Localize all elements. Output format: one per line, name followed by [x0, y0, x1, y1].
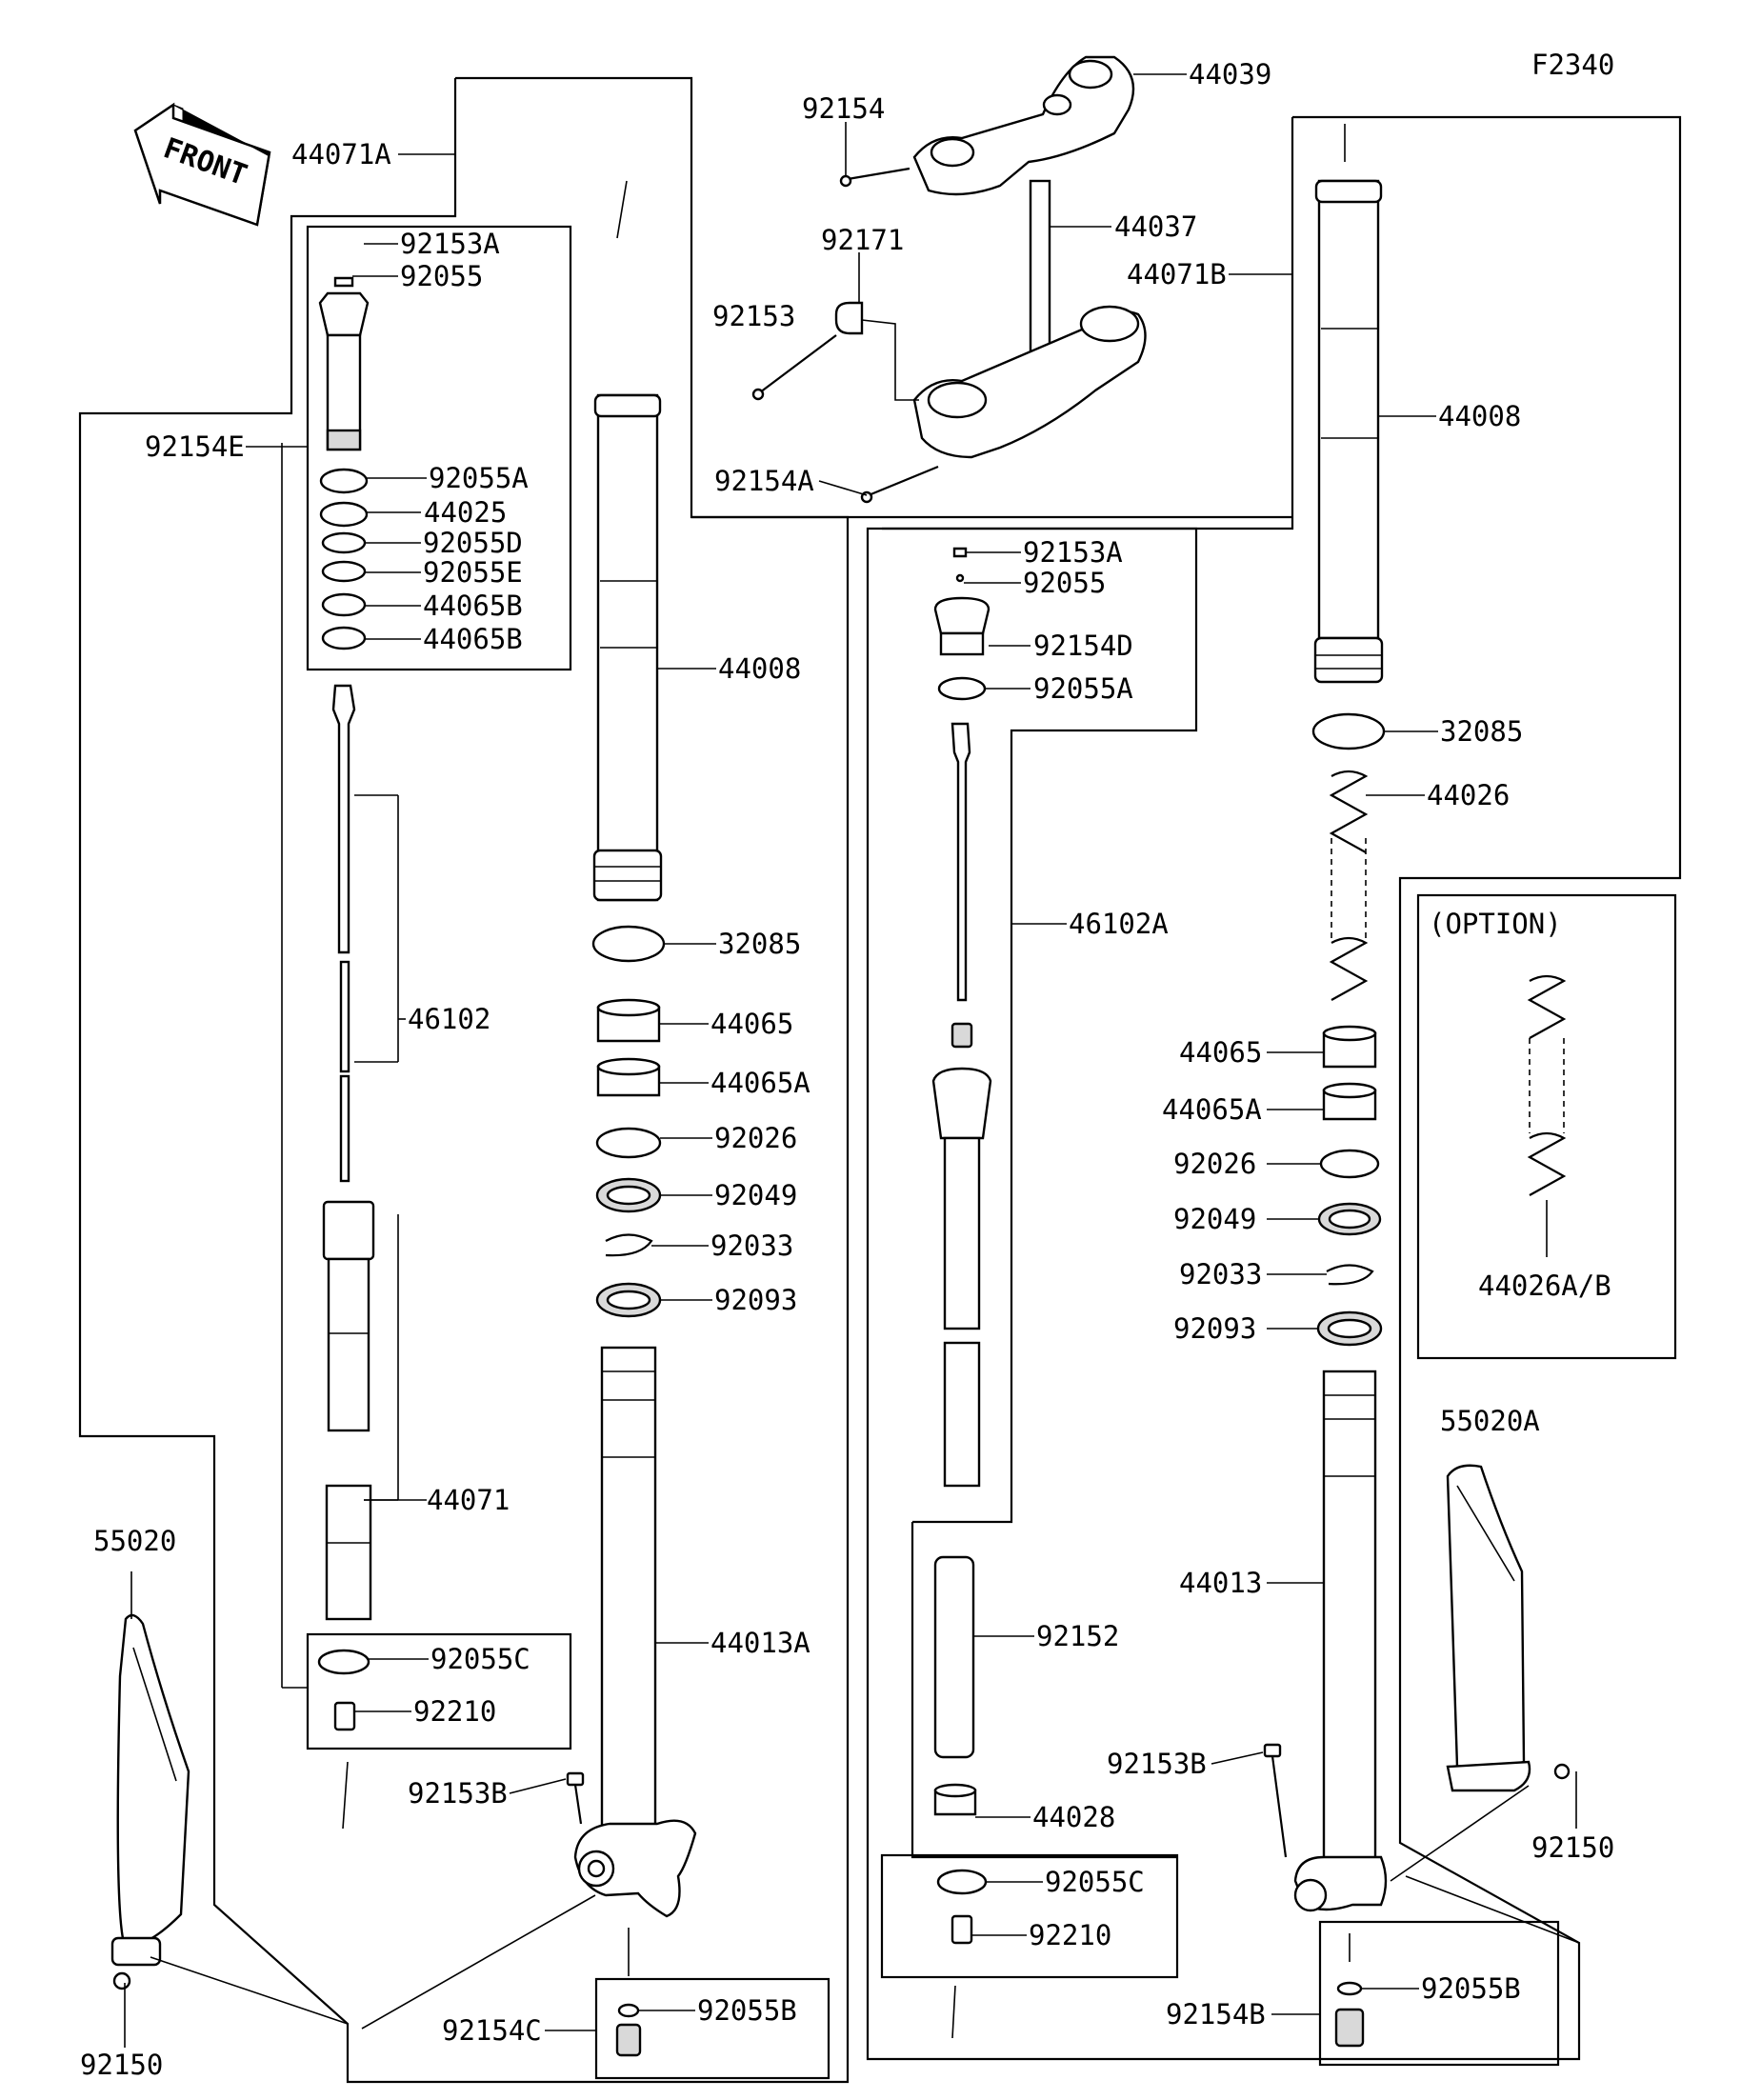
option-label: (OPTION) — [1429, 908, 1562, 940]
label-92033-right: 92033 — [1179, 1258, 1262, 1290]
right-outer-tube — [1313, 179, 1384, 684]
right-inner-tube — [1293, 1370, 1388, 1912]
right-fork-guard — [1446, 1464, 1571, 1792]
label-44065a-right: 44065A — [1162, 1093, 1262, 1126]
left-internals — [317, 276, 375, 1731]
label-32085-right: 32085 — [1440, 715, 1523, 748]
label-92152: 92152 — [1036, 1620, 1119, 1652]
label-92049-left: 92049 — [714, 1179, 797, 1211]
left-rings — [591, 925, 666, 1318]
label-46102: 46102 — [408, 1003, 490, 1035]
right-internals — [931, 547, 992, 1945]
right-bottom-bolt — [1334, 1933, 1365, 2048]
label-92055e: 92055E — [423, 556, 523, 589]
part-labels: F2340 (OPTION) 44039 92154 44071A 44037 … — [80, 49, 1614, 2081]
label-92026-left: 92026 — [714, 1122, 797, 1154]
label-46102a: 46102A — [1069, 908, 1169, 940]
label-44039: 44039 — [1189, 58, 1271, 90]
label-92154d: 92154D — [1033, 630, 1133, 662]
label-92055b-left: 92055B — [697, 1994, 797, 2027]
label-44026ab: 44026A/B — [1478, 1270, 1611, 1302]
label-92154e: 92154E — [145, 430, 245, 463]
label-92055b-right: 92055B — [1421, 1972, 1521, 2005]
label-92055c-left: 92055C — [430, 1643, 530, 1675]
label-92154a: 92154A — [714, 465, 814, 497]
label-92153a-left: 92153A — [400, 228, 500, 260]
label-92055-right: 92055 — [1023, 567, 1106, 599]
label-92093-left: 92093 — [714, 1284, 797, 1316]
left-fork-guard — [110, 1613, 190, 1990]
label-92026-right: 92026 — [1173, 1148, 1256, 1180]
bolts-92153b — [566, 1743, 1288, 1858]
label-44065a-left: 44065A — [710, 1067, 810, 1099]
label-92210-left: 92210 — [413, 1695, 496, 1728]
label-92055a-right: 92055A — [1033, 672, 1133, 705]
left-outer-tube — [592, 393, 663, 902]
group-outlines — [78, 76, 1682, 2084]
label-92153: 92153 — [712, 300, 795, 332]
label-92153b-left: 92153B — [408, 1777, 508, 1810]
label-92154b: 92154B — [1166, 1998, 1266, 2030]
label-44065b-2: 44065B — [423, 623, 523, 655]
label-55020: 55020 — [93, 1525, 176, 1557]
label-55020a: 55020A — [1440, 1405, 1540, 1437]
steering-parts — [751, 55, 1147, 504]
label-44037: 44037 — [1114, 210, 1197, 243]
figure-code: F2340 — [1531, 49, 1614, 81]
option-spring — [1527, 974, 1567, 1257]
label-92055c-right: 92055C — [1045, 1866, 1145, 1898]
label-92154c: 92154C — [442, 2014, 542, 2047]
leader-lines — [124, 443, 1580, 2048]
label-92153a-right: 92153A — [1023, 536, 1123, 569]
front-arrow: FRONT — [133, 102, 271, 227]
label-92033-left: 92033 — [710, 1230, 793, 1262]
label-92150-right: 92150 — [1531, 1831, 1614, 1864]
label-44028: 44028 — [1032, 1801, 1115, 1833]
label-44025: 44025 — [424, 496, 507, 529]
label-92171: 92171 — [821, 224, 904, 256]
label-44071a: 44071A — [291, 138, 391, 170]
right-spring — [1311, 712, 1386, 1001]
label-92049-right: 92049 — [1173, 1203, 1256, 1235]
left-bottom-bolt — [615, 1928, 642, 2057]
label-92154: 92154 — [802, 92, 885, 125]
label-92055a-left: 92055A — [429, 462, 529, 494]
label-44065-right: 44065 — [1179, 1036, 1262, 1069]
label-92093-right: 92093 — [1173, 1312, 1256, 1345]
label-92055-left: 92055 — [400, 260, 483, 292]
label-44008-right: 44008 — [1438, 400, 1521, 432]
label-44026: 44026 — [1427, 779, 1510, 811]
label-44071: 44071 — [427, 1484, 510, 1516]
label-44013a: 44013A — [710, 1627, 810, 1659]
label-44008-left: 44008 — [718, 652, 801, 685]
right-rings — [1316, 1025, 1383, 1347]
left-inner-tube — [573, 1346, 697, 1918]
label-44071b: 44071B — [1127, 258, 1227, 290]
label-44065b-1: 44065B — [423, 590, 523, 622]
label-44065-left: 44065 — [710, 1008, 793, 1040]
label-92150-left: 92150 — [80, 2049, 163, 2081]
label-92153b-right: 92153B — [1107, 1748, 1207, 1780]
label-92055d: 92055D — [423, 527, 523, 559]
label-92210-right: 92210 — [1029, 1919, 1111, 1951]
label-32085-left: 32085 — [718, 928, 801, 960]
label-44013: 44013 — [1179, 1567, 1262, 1599]
